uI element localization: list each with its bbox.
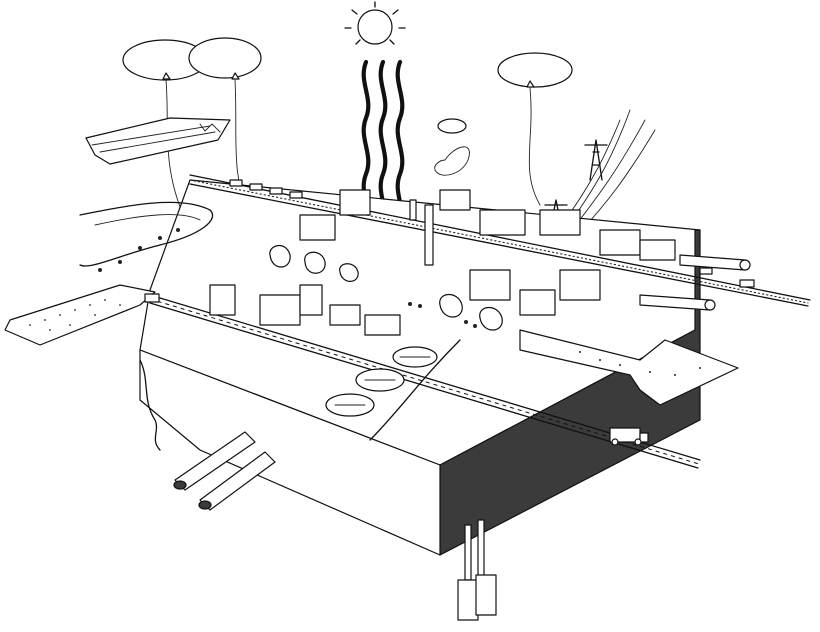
river [79, 201, 213, 267]
tank-icon [325, 346, 438, 417]
pipe-icon [457, 519, 497, 621]
sun-icon [344, 1, 406, 45]
soil-strip [4, 284, 156, 346]
outflow-arrow-icon [519, 329, 739, 406]
pipe-icon [173, 431, 276, 511]
people-icons [98, 228, 477, 328]
chimney-icon [409, 199, 434, 266]
truck-icon [144, 179, 755, 446]
factory-icon [209, 189, 676, 336]
pipe-icon [639, 254, 751, 311]
tree-icon [269, 245, 503, 331]
water-body-icon [85, 117, 231, 165]
